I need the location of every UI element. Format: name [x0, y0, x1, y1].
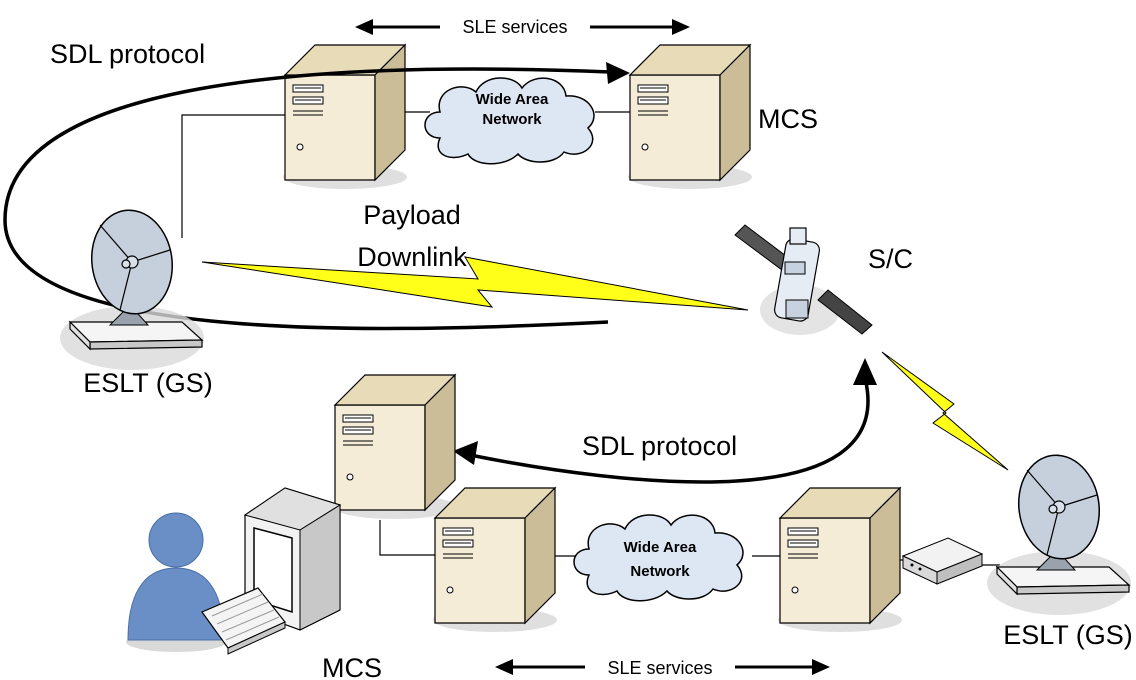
lightning-icon-lower	[881, 351, 1009, 471]
mcs-label-top: MCS	[758, 104, 818, 134]
modem-icon	[901, 537, 984, 585]
sdl-protocol-label-bottom: SDL protocol	[582, 431, 737, 461]
sle-services-arrow-top: SLE services	[355, 17, 690, 37]
lightning-icon	[201, 256, 749, 311]
spacecraft-label: S/C	[868, 244, 913, 274]
cloud-label-bottom-line1: Wide Area	[624, 539, 697, 556]
sdl-protocol-arc-bottom: SDL protocol	[453, 358, 877, 484]
cloud-icon-bottom: Wide Area Network	[573, 514, 744, 602]
sle-services-label: SLE services	[462, 17, 567, 37]
server-icon-bottom-wan	[432, 487, 558, 633]
sdl-protocol-loop-top: SDL protocol	[3, 39, 630, 331]
user-icon	[126, 512, 226, 652]
cloud-label-line2: Network	[482, 111, 542, 128]
payload-label: Payload	[363, 200, 461, 230]
mcs-server-icon	[627, 44, 753, 190]
sdl-protocol-label-top: SDL protocol	[50, 39, 205, 69]
downlink-label: Downlink	[357, 242, 467, 272]
sle-services-arrow-bottom: SLE services	[495, 658, 830, 678]
server-icon	[282, 44, 408, 190]
server-icon-bottom-station	[777, 487, 903, 633]
keyboard-icon	[201, 587, 286, 655]
eslt-label-right: ESLT (GS)	[1003, 620, 1133, 650]
cloud-label-bottom-line2: Network	[630, 563, 690, 580]
eslt-label-left: ESLT (GS)	[83, 368, 213, 398]
mcs-server-icon-bottom	[332, 374, 458, 520]
monitor-icon	[243, 487, 342, 631]
dish-antenna-icon-right	[986, 449, 1132, 616]
mcs-label-bottom: MCS	[322, 653, 382, 680]
cloud-icon: Wide Area Network	[424, 77, 595, 165]
cloud-label-line1: Wide Area	[476, 91, 549, 108]
sle-services-label-bottom: SLE services	[607, 658, 712, 678]
satellite-icon	[734, 224, 873, 335]
